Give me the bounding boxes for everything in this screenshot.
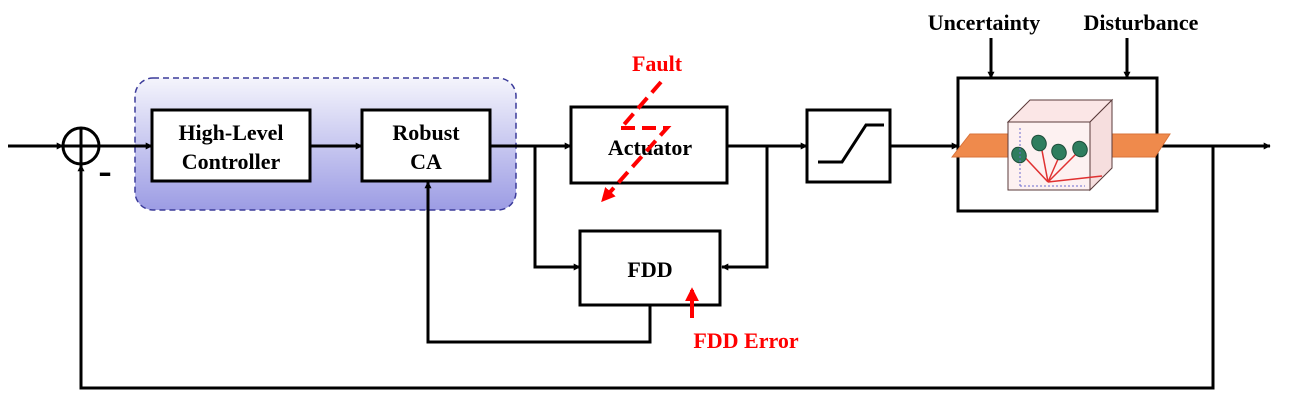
fdd-error-label: FDD Error — [693, 328, 799, 353]
fault-indicator — [601, 80, 672, 203]
ca-to-fdd-arrow — [533, 146, 581, 271]
fdd-label: FDD — [627, 257, 672, 282]
summing-junction-icon — [61, 126, 101, 166]
actuator-to-fdd-arrow — [721, 146, 769, 271]
robust-ca-block — [360, 108, 492, 183]
actuator-block — [569, 105, 729, 185]
fault-label: Fault — [632, 51, 683, 76]
uncertainty-label: Uncertainty — [928, 10, 1040, 35]
saturation-icon — [818, 123, 884, 164]
high-level-controller-label-line1: High-Level — [178, 120, 283, 145]
saturation-block — [805, 108, 892, 184]
minus-sign: - — [98, 148, 111, 193]
feedback-loop-arrow — [77, 146, 1215, 390]
robust-ca-label-line1: Robust — [392, 120, 460, 145]
satellite-plant-icon — [950, 98, 1171, 192]
high-level-controller-label-line2: Controller — [182, 149, 281, 174]
disturbance-label: Disturbance — [1084, 10, 1199, 35]
fdd-to-ca-arrow — [424, 181, 652, 344]
high-level-controller-block — [150, 108, 312, 183]
robust-ca-label-line2: CA — [410, 149, 442, 174]
